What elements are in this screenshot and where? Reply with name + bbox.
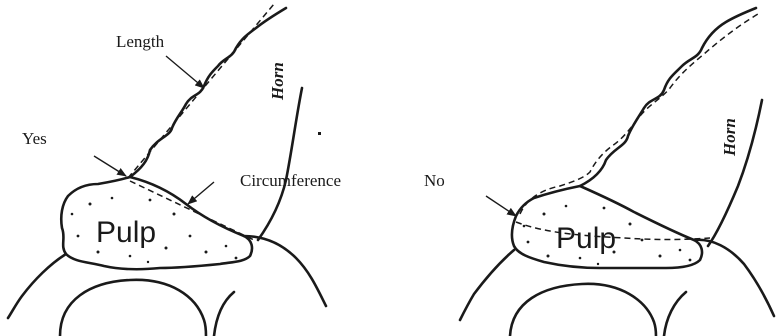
circumference-arrow — [187, 181, 215, 205]
left-root-boundary-left — [6, 252, 68, 320]
no-arrow — [485, 195, 517, 217]
right-panel: Pulp Horn No — [424, 6, 776, 336]
right-lower-arch — [508, 282, 658, 336]
right-horn-label: Horn — [720, 118, 739, 157]
length-label: Length — [116, 32, 165, 51]
right-inner-dashed-path — [515, 221, 711, 241]
left-panel: Pulp Horn Length Yes Circumference — [6, 3, 341, 336]
left-horn-right-wall — [256, 86, 304, 242]
right-pulp-stipple — [522, 204, 692, 266]
right-horn-right-wall — [706, 98, 764, 248]
yes-label: Yes — [22, 129, 47, 148]
circumference-label: Circumference — [240, 171, 341, 190]
left-pulp-label: Pulp — [96, 216, 156, 249]
left-root-boundary — [242, 234, 328, 308]
left-pulp-chamber — [59, 175, 254, 271]
left-lower-arch — [58, 278, 208, 336]
left-lower-arch-right — [212, 290, 236, 336]
left-circumference-line — [129, 180, 255, 241]
right-outer-dashed-path — [519, 13, 759, 215]
right-lower-arch-right — [662, 290, 688, 336]
no-label: No — [424, 171, 445, 190]
right-horn-outline — [578, 6, 758, 188]
right-root-boundary-left — [458, 248, 516, 322]
left-length-line — [127, 3, 275, 179]
left-stray-mark — [318, 132, 321, 135]
yes-arrow — [93, 155, 127, 177]
right-root-boundary — [692, 238, 776, 318]
left-pulp-stipple — [70, 196, 238, 264]
length-arrow — [165, 55, 205, 89]
right-pulp-chamber — [510, 184, 704, 270]
right-pulp-label: Pulp — [556, 222, 616, 255]
left-horn-label: Horn — [268, 62, 287, 101]
